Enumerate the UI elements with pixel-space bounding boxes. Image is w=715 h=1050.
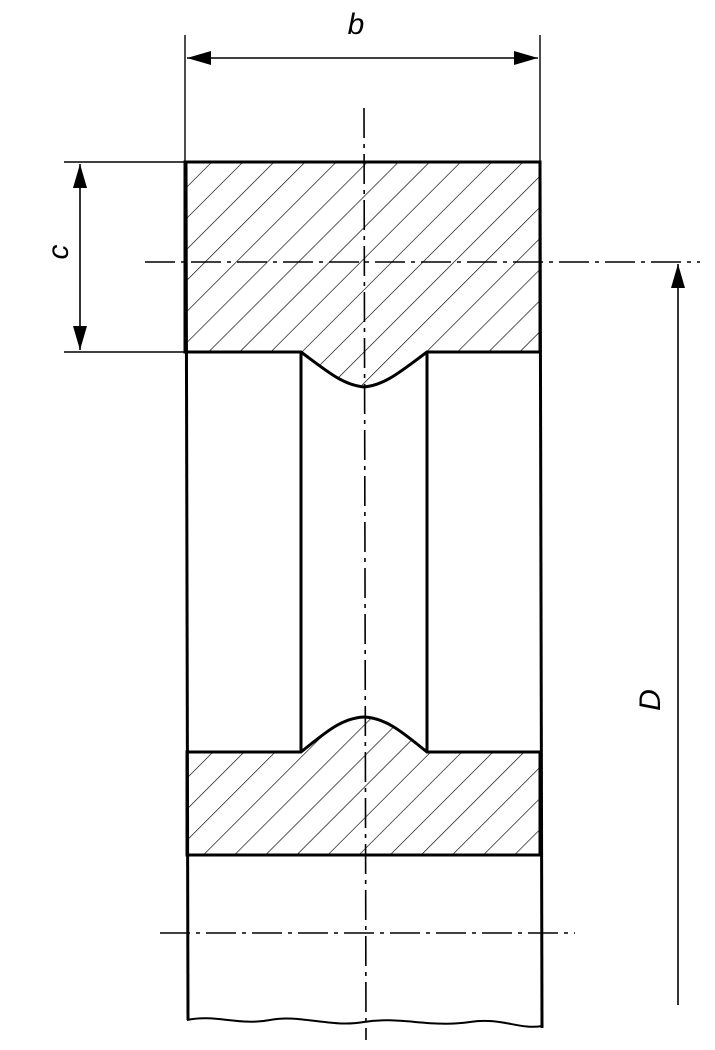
vertical-center-line [363,107,367,1041]
dimension-c-label: c [42,245,75,260]
dimension-d-label: D [634,689,667,711]
break-line [186,1017,543,1028]
lower-hatched-section [185,715,542,857]
upper-hatched-section [183,160,542,389]
left-outer-wall [184,161,190,1021]
dimension-b-label: b [348,8,365,41]
right-outer-wall [538,161,544,1029]
